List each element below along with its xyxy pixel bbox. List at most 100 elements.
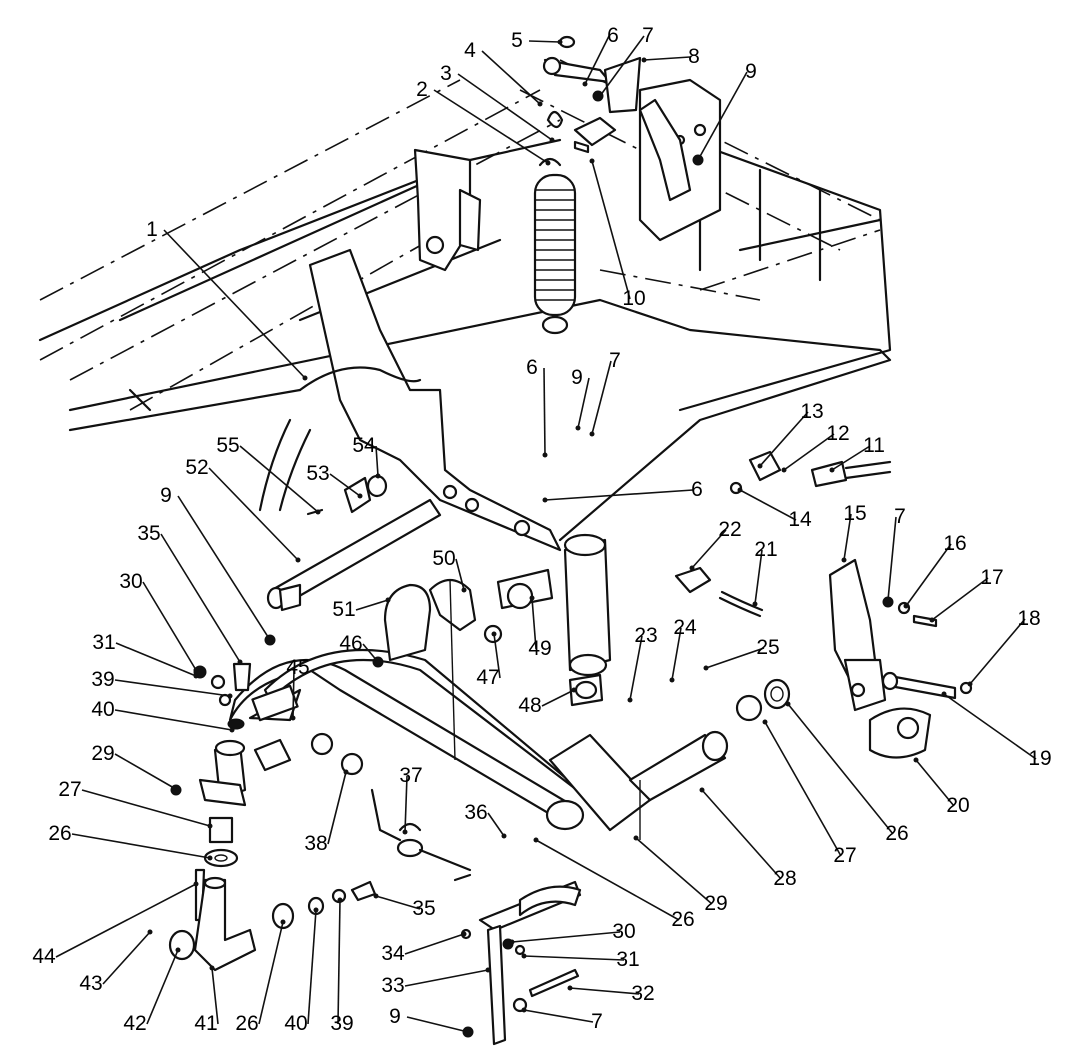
callout-dot-59 <box>147 929 153 935</box>
callout-leader-33 <box>635 837 713 905</box>
callout-number: 52 <box>185 456 208 479</box>
callout-leader-54 <box>114 709 233 731</box>
callout-number: 7 <box>609 349 621 372</box>
callout-dot-33 <box>633 835 639 841</box>
callout-number: 14 <box>788 508 812 531</box>
callout-dot-39 <box>375 659 381 665</box>
callout-dot-63 <box>313 907 319 913</box>
callout-dot-68 <box>521 953 527 959</box>
callout-dot-3 <box>537 101 543 107</box>
callout-dot-7 <box>641 57 647 63</box>
callout-leader-10 <box>543 367 546 456</box>
callout-number: 47 <box>476 666 499 689</box>
callout-leader-19 <box>887 516 897 601</box>
callout-dot-30 <box>785 701 791 707</box>
callout-number: 12 <box>826 422 849 445</box>
callout-dot-71 <box>465 1029 471 1035</box>
callout-number: 9 <box>745 60 757 83</box>
callout-leader-67 <box>511 931 621 943</box>
callout-dot-31 <box>762 719 768 725</box>
callout-number: 26 <box>885 822 908 845</box>
callout-leader-25 <box>754 549 763 605</box>
callout-leader-69 <box>404 969 489 987</box>
mower-frame <box>38 59 892 542</box>
lift-pedal-arm <box>258 248 562 552</box>
callout-number: 2 <box>416 78 428 101</box>
callout-dot-1 <box>545 160 551 166</box>
callout-dot-45 <box>295 557 301 563</box>
callout-number: 20 <box>946 794 969 817</box>
callout-leader-43 <box>455 558 465 591</box>
callout-number: 26 <box>671 908 694 931</box>
callout-dot-17 <box>737 487 743 493</box>
callout-leader-28 <box>671 627 682 681</box>
callout-dot-4 <box>557 39 563 45</box>
callout-leader-44 <box>355 599 389 611</box>
callout-number: 7 <box>894 505 906 528</box>
callout-dot-35 <box>501 833 507 839</box>
callout-dot-53 <box>227 693 233 699</box>
callout-leader-41 <box>541 689 575 707</box>
callout-leader-20 <box>905 543 952 607</box>
callout-dot-24 <box>913 757 919 763</box>
callout-leader-14 <box>783 433 835 471</box>
callout-leader-23 <box>943 693 1037 760</box>
callout-number: 40 <box>284 1012 307 1035</box>
callout-leader-21 <box>931 577 989 621</box>
callout-dot-19 <box>885 597 891 603</box>
callout-leader-27 <box>629 635 643 701</box>
callout-leader-16 <box>544 489 694 501</box>
callout-dot-41 <box>571 687 577 693</box>
callout-number: 50 <box>432 547 455 570</box>
callout-dot-50 <box>237 659 243 665</box>
callout-dot-40 <box>491 631 497 637</box>
callout-leader-49 <box>177 495 271 641</box>
callout-dot-61 <box>209 965 215 971</box>
callout-number: 9 <box>571 366 583 389</box>
leader-lines <box>55 35 1037 1035</box>
callout-number: 13 <box>800 400 823 423</box>
callout-leader-24 <box>915 759 955 807</box>
callout-dot-25 <box>752 601 758 607</box>
callout-number: 30 <box>119 570 142 593</box>
callout-dot-38 <box>290 715 296 721</box>
callout-dot-32 <box>699 787 705 793</box>
callout-leader-37 <box>327 771 347 845</box>
callout-leader-66 <box>404 933 465 955</box>
callout-leader-39 <box>362 643 379 663</box>
callout-dot-9 <box>589 158 595 164</box>
callout-leader-53 <box>114 679 231 697</box>
callout-dot-6 <box>597 93 603 99</box>
callout-dot-65 <box>373 893 379 899</box>
callout-dot-8 <box>695 157 701 163</box>
callout-number: 35 <box>412 897 435 920</box>
callout-number: 49 <box>528 637 551 660</box>
callout-leader-52 <box>115 642 197 677</box>
callout-number: 5 <box>511 29 523 52</box>
callout-dot-18 <box>841 557 847 563</box>
callout-dot-51 <box>193 667 199 673</box>
callout-number: 39 <box>91 668 114 691</box>
callout-dot-62 <box>280 919 286 925</box>
callout-number: 39 <box>330 1012 353 1035</box>
callout-dot-16 <box>542 497 548 503</box>
callout-leader-63 <box>307 909 317 1025</box>
callout-leader-59 <box>102 931 151 985</box>
callout-leader-17 <box>739 489 797 521</box>
callout-leader-58 <box>55 883 197 958</box>
callout-leader-13 <box>759 411 809 467</box>
callout-leader-4 <box>528 40 561 43</box>
callout-number: 53 <box>306 462 329 485</box>
callout-dot-55 <box>171 785 177 791</box>
callout-number: 37 <box>399 764 422 787</box>
callout-number: 32 <box>631 982 654 1005</box>
callout-dot-12 <box>589 431 595 437</box>
callout-dot-29 <box>703 665 709 671</box>
callout-leader-22 <box>969 618 1026 685</box>
callout-number: 44 <box>32 945 56 968</box>
callout-number: 31 <box>92 631 115 654</box>
callout-dot-58 <box>193 881 199 887</box>
callout-leader-62 <box>258 921 284 1025</box>
